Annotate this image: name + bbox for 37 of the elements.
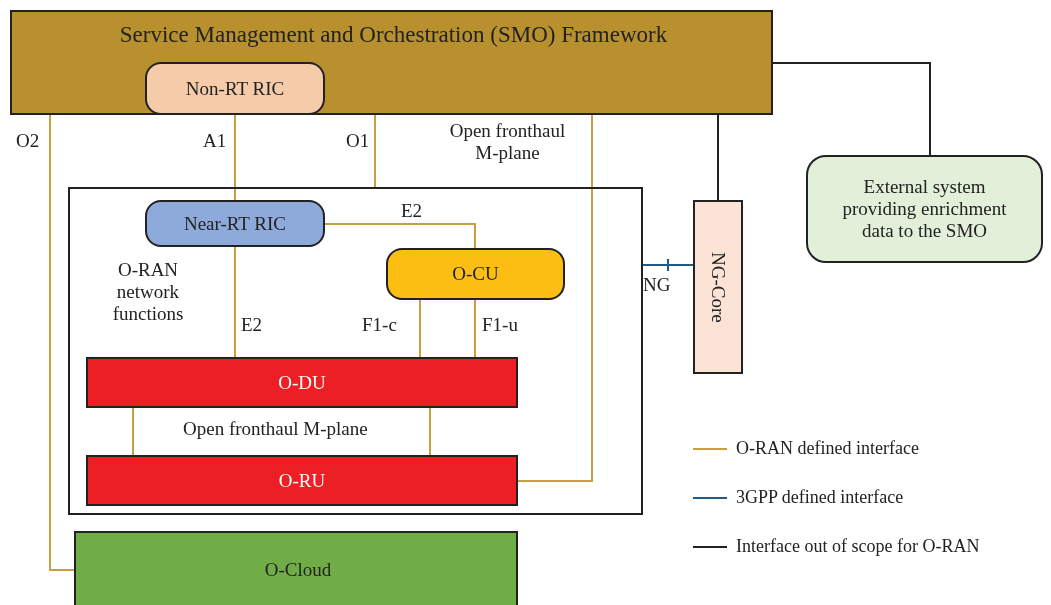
connector-line xyxy=(374,114,376,188)
connector-line xyxy=(132,407,134,456)
node-label: NG-Core xyxy=(706,251,730,323)
unit-box xyxy=(86,357,518,408)
connector-line xyxy=(642,264,694,266)
node-label: O-CU xyxy=(451,263,500,285)
group-heading: Service Management and Orchestration (SMO) Framework xyxy=(118,22,669,49)
group-heading: O-RAN network functions xyxy=(111,259,185,325)
connector-line xyxy=(517,114,593,482)
unit-box xyxy=(386,248,565,300)
legend-label: Interface out of scope for O-RAN xyxy=(736,536,980,557)
connector-line xyxy=(429,407,431,456)
connector-line xyxy=(717,114,719,201)
core-box xyxy=(693,200,743,374)
connector-line xyxy=(234,246,236,358)
cloud-box xyxy=(74,531,518,605)
node-label: Non-RT RIC xyxy=(184,77,286,100)
controller-box xyxy=(145,62,325,115)
group-frame xyxy=(68,187,643,515)
connector-line xyxy=(234,114,236,201)
node-label: O-DU xyxy=(277,371,327,394)
unit-box xyxy=(86,455,518,506)
edge-label: Open fronthaul M-plane xyxy=(183,418,368,440)
connector-line xyxy=(49,114,75,571)
connector-line xyxy=(474,299,476,358)
node-label: O-Cloud xyxy=(263,559,333,581)
connector-line xyxy=(324,223,476,249)
connector-line xyxy=(419,299,421,358)
legend-label: O-RAN defined interface xyxy=(736,438,919,459)
node-label: External system providing enrichment data to the SMO xyxy=(841,176,1008,242)
connector-line xyxy=(772,62,931,156)
external-system-box xyxy=(806,155,1043,263)
framework-band xyxy=(10,10,773,115)
controller-box xyxy=(145,200,325,247)
node-label: O-RU xyxy=(277,469,327,492)
legend-label: 3GPP defined interface xyxy=(736,487,904,508)
node-label: Near-RT RIC xyxy=(182,212,288,235)
